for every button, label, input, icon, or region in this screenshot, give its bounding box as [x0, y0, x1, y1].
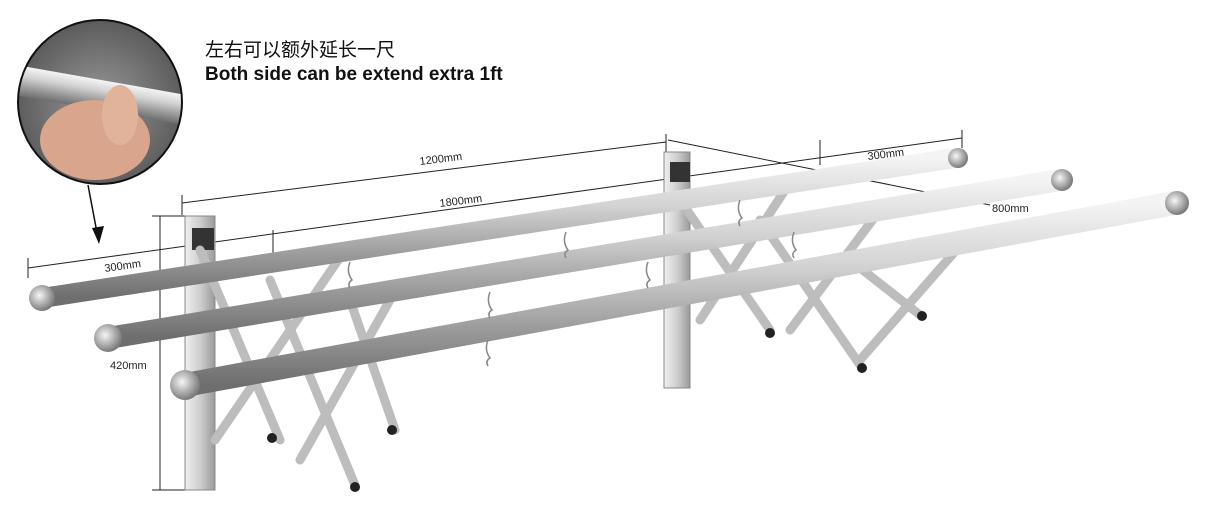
scissor-arms	[195, 185, 970, 490]
hanging-rod-back	[29, 148, 968, 311]
hanging-rod-front	[170, 191, 1189, 400]
dimension-inner-length: 1200mm	[419, 151, 463, 168]
dimension-height: 420mm	[110, 360, 147, 372]
dimension-total-length: 1800mm	[439, 193, 483, 210]
hooks	[347, 199, 798, 367]
dimension-depth: 800mm	[992, 203, 1029, 215]
caption-english: Both side can be extend extra 1ft	[205, 64, 503, 85]
wall-bracket-left	[184, 215, 216, 491]
caption: 左右可以额外延长一尺 Both side can be extend extra…	[205, 38, 503, 88]
dimension-left-extension: 300mm	[104, 258, 142, 275]
wall-bracket-right	[663, 151, 691, 389]
caption-chinese: 左右可以额外延长一尺	[205, 39, 396, 61]
extension-detail-photo	[17, 19, 183, 244]
dimension-right-extension: 300mm	[867, 147, 905, 163]
hanging-rod-middle	[94, 169, 1073, 352]
